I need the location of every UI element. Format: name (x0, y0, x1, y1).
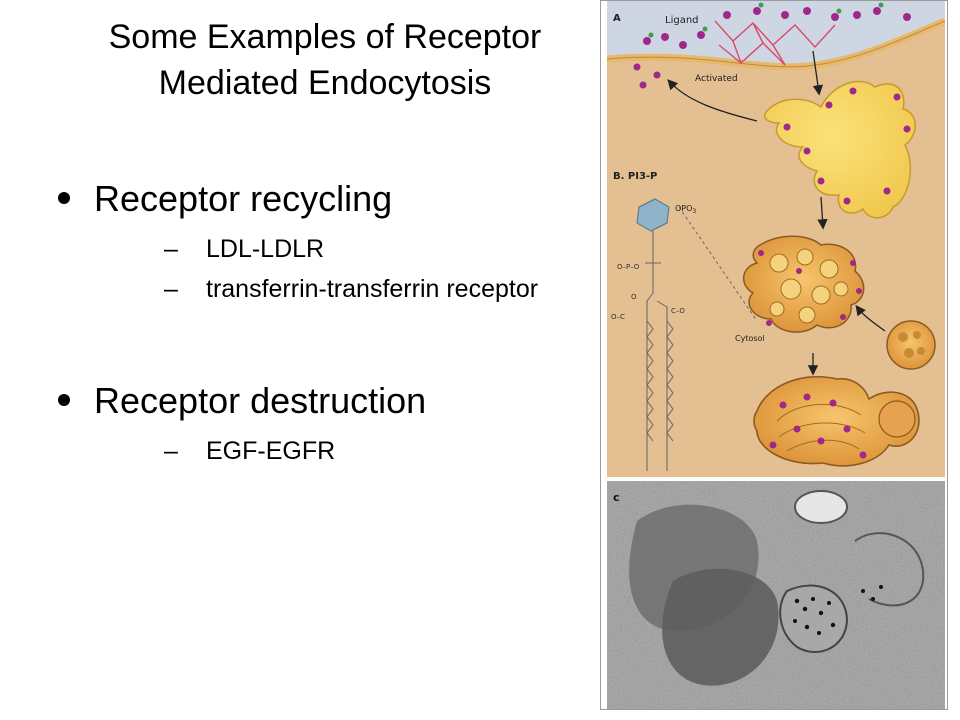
spacer (58, 312, 578, 374)
organelle-shape (662, 568, 779, 686)
endocytosis-diagram-graphic: O–P–O O O–C C–O (607, 1, 945, 477)
ligand-label: Ligand (665, 15, 699, 26)
sub-dash: – (164, 235, 178, 263)
sub-item: –EGF-EGFR (94, 434, 578, 468)
bullet-dot (58, 394, 70, 406)
panel-label-c: c (613, 491, 620, 504)
transport-vesicle (886, 320, 936, 370)
sorting-receptors (758, 250, 862, 326)
panel-label-a: A (613, 13, 621, 24)
late-endosome-receptors (769, 393, 867, 459)
structure-labels: O–P–O O O–C C–O (611, 263, 685, 321)
electron-micrograph-graphic: c (607, 481, 945, 709)
late-endosome-membranes (776, 403, 866, 452)
bullet-list: Receptor recycling –LDL-LDLR –transferri… (58, 172, 578, 474)
sub-item: –LDL-LDLR (94, 232, 578, 266)
vesicle-lumen (794, 490, 848, 524)
pathway-arrows (667, 50, 886, 376)
late-endosome (753, 375, 920, 467)
panel-label-b: B. PI3-P (613, 171, 657, 182)
surface-receptors (633, 2, 911, 89)
sub-text: transferrin-transferrin receptor (206, 275, 539, 303)
bullet-text: Receptor recycling (94, 178, 393, 219)
early-endosome (763, 80, 916, 219)
activated-label: Activated (695, 74, 738, 84)
plasma-membrane-edge (607, 20, 945, 68)
sub-text: LDL-LDLR (206, 235, 325, 263)
activated-network (714, 20, 836, 66)
endosome-receptors (783, 87, 911, 205)
extracellular-space (607, 1, 945, 67)
sub-list: –EGF-EGFR (94, 434, 578, 468)
endocytosis-figure: O–P–O O O–C C–O (600, 0, 948, 710)
slide-title: Some Examples of Receptor Mediated Endoc… (108, 18, 542, 102)
bullet-item: Receptor destruction –EGF-EGFR (58, 374, 578, 468)
bullet-dot (58, 192, 70, 204)
internal-vesicles (769, 248, 849, 324)
svg-text:O: O (631, 293, 637, 301)
svg-text:O–P–O: O–P–O (617, 263, 640, 271)
sub-item: –transferrin-transferrin receptor (94, 272, 578, 306)
electron-micrograph: c (607, 481, 945, 709)
bullet-item: Receptor recycling –LDL-LDLR –transferri… (58, 172, 578, 306)
svg-text:O–C: O–C (611, 313, 625, 321)
membrane-outline (854, 532, 925, 607)
bullet-text: Receptor destruction (94, 380, 427, 421)
sub-list: –LDL-LDLR –transferrin-transferrin recep… (94, 232, 578, 306)
sub-dash: – (164, 275, 178, 303)
svg-text:C–O: C–O (671, 307, 685, 315)
sub-text: EGF-EGFR (206, 437, 336, 465)
pi3p-structure (636, 198, 758, 471)
transport-vesicle-contents (898, 331, 925, 358)
phosphate-label: OPO3 (675, 204, 696, 215)
gold-particles (793, 585, 883, 635)
endocytosis-diagram: O–P–O O O–C C–O (607, 1, 945, 477)
sub-dash: – (164, 437, 178, 465)
cytosol-label: Cytosol (735, 334, 765, 343)
lysosome (878, 400, 916, 438)
diagram-labels: A Ligand Activated B. PI3-P OPO3 Cytosol (613, 13, 765, 343)
